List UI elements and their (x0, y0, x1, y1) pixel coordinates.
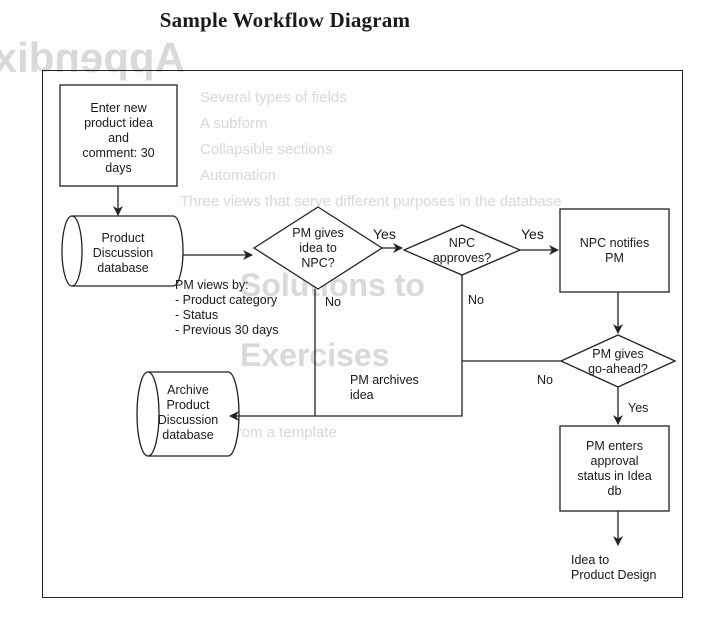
yes-label-1: Yes (373, 226, 396, 242)
no-label-2: No (468, 293, 484, 307)
product-db-cylinder (61, 215, 184, 287)
pm-gives-idea-diamond (252, 206, 384, 290)
yes-label-3: Yes (628, 401, 649, 415)
yes-label-2: Yes (521, 226, 544, 242)
enter-idea-box (59, 84, 178, 187)
bleed-line: Several types of fields (200, 89, 347, 106)
bleed-line: Appendix A (0, 34, 185, 81)
npc-notifies-box (559, 208, 670, 293)
pm-views-label: PM views by:- Product category- Status- … (175, 278, 279, 337)
no-line-npc (229, 275, 463, 421)
diagram-title: Sample Workflow Diagram (159, 8, 411, 32)
bleed-line: Three views that serve different purpose… (180, 193, 562, 210)
bleed-line: Collapsible sections (200, 141, 333, 158)
no-label-1: No (325, 295, 341, 309)
bleed-line: A subform (200, 115, 268, 132)
no-label-3: No (537, 373, 553, 387)
bleed-line: Automation (200, 167, 276, 184)
pm-enters-box (559, 425, 670, 512)
bleed-line: ...from a template (220, 424, 337, 441)
archive-db-cylinder (136, 371, 240, 457)
diagram-frame (42, 70, 683, 598)
